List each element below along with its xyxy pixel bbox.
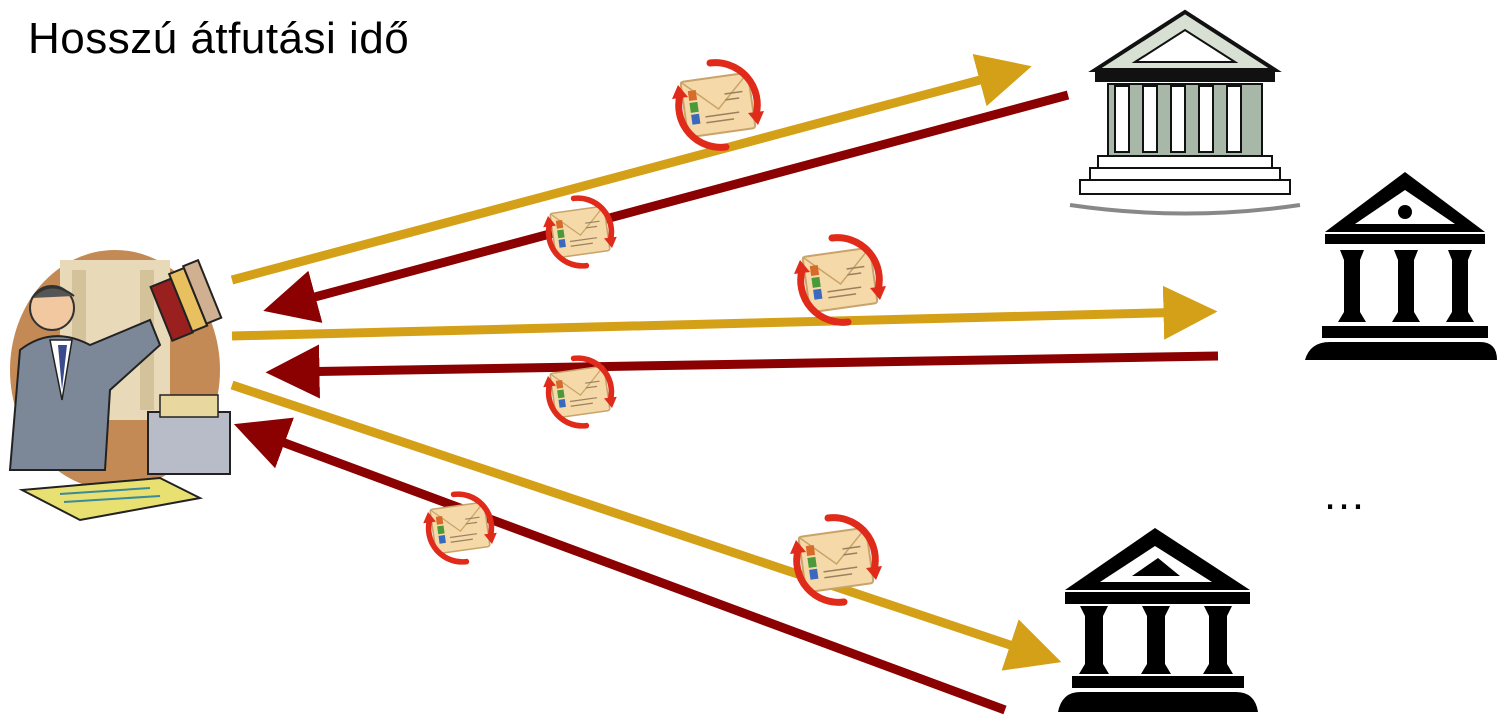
more-institutions-ellipsis: … xyxy=(1322,470,1369,519)
envelope-cycle-icon xyxy=(672,63,764,148)
bank-building-icon xyxy=(1305,172,1497,360)
incoming-arrow-top xyxy=(263,90,1070,323)
outgoing-arrow-middle xyxy=(231,285,1218,341)
incoming-arrow-bottom xyxy=(233,417,1007,715)
message-flows xyxy=(230,54,1219,715)
envelope-cycle-icon xyxy=(543,198,617,266)
incoming-arrow-middle xyxy=(265,344,1219,399)
outgoing-arrow-top xyxy=(230,54,1032,285)
envelope-cycle-icon xyxy=(794,238,886,323)
outgoing-arrow-bottom xyxy=(230,380,1062,671)
classical-building-icon xyxy=(1069,9,1301,216)
temple-building-icon xyxy=(1058,528,1258,712)
clerk-with-files-icon xyxy=(8,250,231,522)
page-title: Hosszú átfutási idő xyxy=(28,14,410,63)
